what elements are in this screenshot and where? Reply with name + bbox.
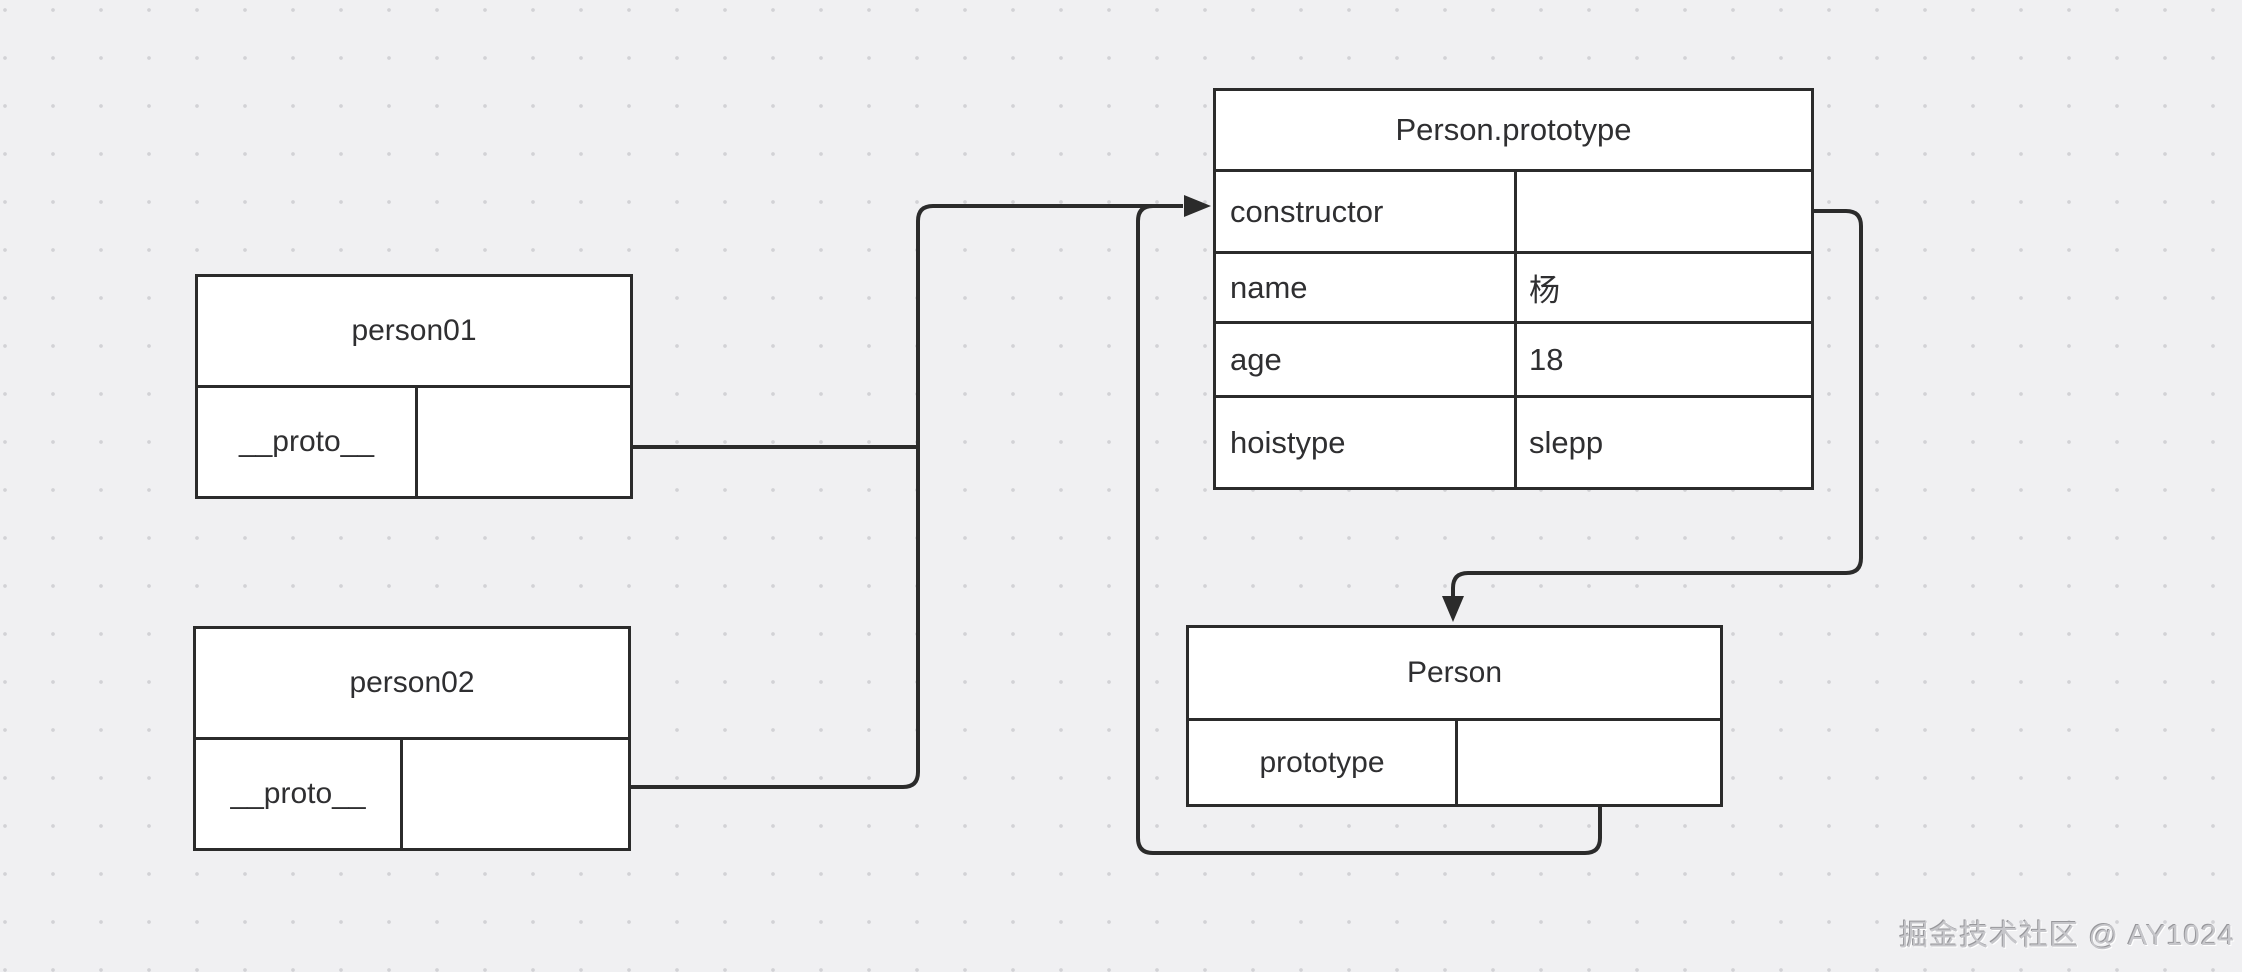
prototype-row-age-key: age — [1216, 324, 1517, 395]
person02-title: person02 — [196, 629, 628, 740]
diagram-node-person01: person01 __proto__ — [195, 274, 633, 499]
person01-body: __proto__ — [198, 388, 630, 496]
person01-proto-value — [418, 388, 630, 496]
prototype-row-age-value: 18 — [1529, 341, 1564, 377]
diagram-node-person: Person prototype — [1186, 625, 1723, 807]
prototype-row-hoistype-value: slepp — [1529, 424, 1604, 460]
prototype-row-constructor-key: constructor — [1216, 172, 1517, 251]
table-row: name 杨 — [1216, 251, 1811, 321]
person-prototype-value — [1458, 721, 1720, 804]
prototype-row-hoistype-key: hoistype — [1216, 398, 1517, 487]
prototype-row-name-value: 杨 — [1529, 273, 1560, 308]
person-prototype-key: prototype — [1189, 721, 1458, 804]
person02-proto-value — [403, 740, 628, 848]
connector-person02-to-prototype — [631, 204, 1183, 789]
arrowhead-into-prototype-table-icon — [1184, 195, 1211, 217]
prototype-table-title: Person.prototype — [1395, 112, 1632, 147]
person01-proto-key: __proto__ — [198, 388, 418, 496]
diagram-node-person02: person02 __proto__ — [193, 626, 631, 851]
connector-person-prototype-loop — [1136, 204, 1602, 855]
person-title: Person — [1189, 628, 1720, 721]
watermark: 掘金技术社区 @ AY1024 — [1899, 920, 2235, 952]
prototype-row-constructor-value — [1517, 172, 1811, 251]
person02-body: __proto__ — [196, 740, 628, 848]
prototype-row-name-key: name — [1216, 254, 1517, 321]
person02-proto-key: __proto__ — [196, 740, 403, 848]
table-row: age 18 — [1216, 321, 1811, 395]
table-row: hoistype slepp — [1216, 395, 1811, 487]
table-row: constructor — [1216, 169, 1811, 251]
arrowhead-into-person-box-icon — [1442, 596, 1464, 622]
person01-title: person01 — [198, 277, 630, 388]
connector-constructor-to-person — [1451, 209, 1863, 598]
diagram-node-person-prototype: Person.prototype constructor name 杨 age … — [1213, 88, 1814, 490]
person-body: prototype — [1189, 721, 1720, 804]
